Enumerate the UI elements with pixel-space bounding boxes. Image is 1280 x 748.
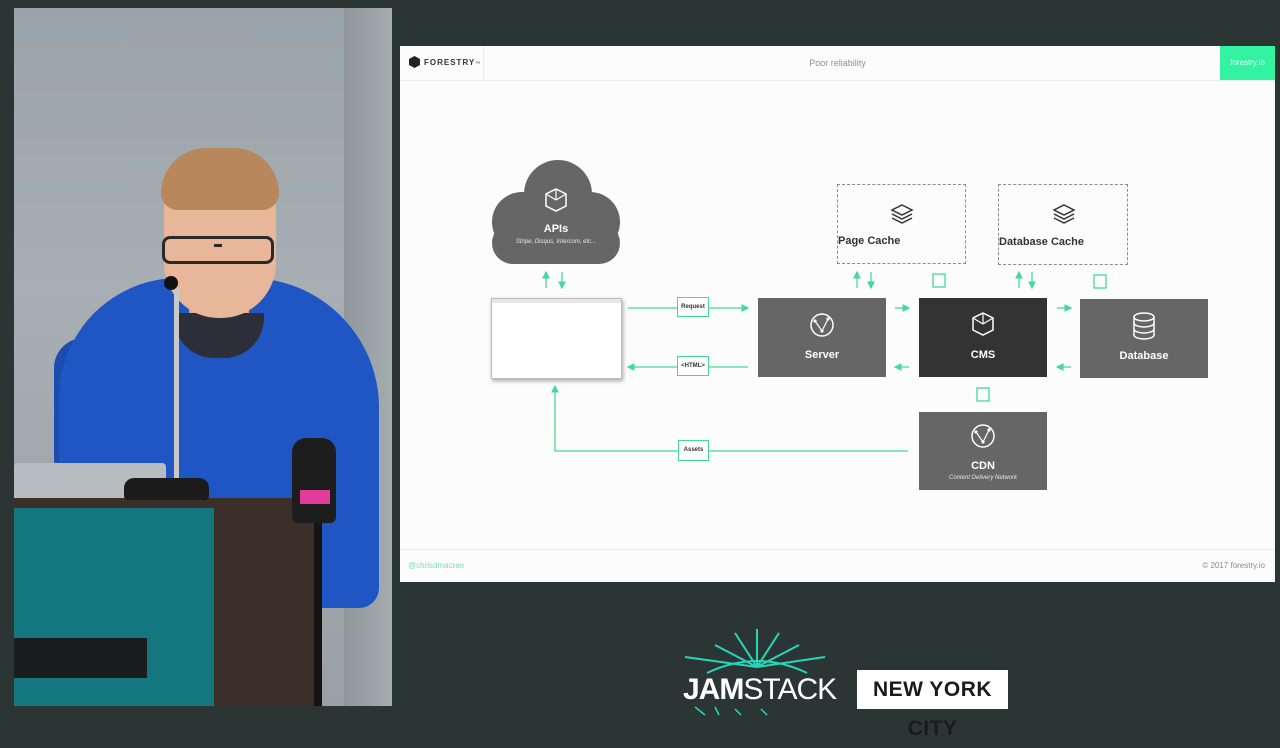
database-box: Database [1080, 299, 1208, 378]
cdn-box: CDN Content Delivery Network [919, 412, 1047, 490]
api-box-icon [545, 188, 567, 212]
brand-name: FORESTRY [424, 58, 476, 67]
microphone-base [124, 478, 209, 500]
slide-title: Poor reliability [809, 58, 866, 68]
podium-strip [14, 638, 147, 678]
html-tag: <HTML> [677, 356, 709, 376]
microphone-stand [174, 288, 179, 478]
jamstack-logo: JAMSTACK [675, 627, 840, 717]
page-cache-label: Page Cache [838, 235, 901, 247]
footer-divider [400, 549, 1275, 550]
forestry-logo-icon [409, 56, 420, 68]
database-cache-box: Database Cache [998, 184, 1128, 265]
header-divider [483, 46, 484, 80]
city-badge: NEW YORK CITY [857, 670, 1008, 740]
server-label: Server [804, 349, 840, 361]
layers-icon [890, 204, 914, 224]
statue-of-liberty-crown-icon [684, 629, 826, 716]
speaker-video [14, 8, 392, 706]
database-icon [1133, 312, 1155, 340]
cdn-label: CDN [971, 460, 995, 472]
stack-text: STACK [743, 673, 837, 706]
slide-header: FORESTRY™ Poor reliability forestry.io [400, 46, 1275, 81]
sync-loop-db-cache [1093, 274, 1107, 289]
assets-arrow [551, 384, 908, 452]
audio-recorder [292, 438, 336, 523]
recorder-windscreen [300, 490, 330, 504]
database-cache-label: Database Cache [999, 236, 1084, 248]
assets-tag: Assets [678, 440, 709, 461]
sync-loop-cms-cdn [976, 387, 990, 402]
server-box: Server [758, 298, 886, 377]
network-globe-icon [971, 424, 995, 448]
speaker-glasses [162, 236, 274, 264]
cms-label: CMS [970, 349, 996, 361]
jamstack-wordmark: JAMSTACK [683, 673, 837, 707]
cdn-sublabel: Content Delivery Network [948, 475, 1018, 481]
page-cache-box: Page Cache [837, 184, 966, 264]
footer-handle: @chrisdmacrae [408, 561, 465, 570]
microphone-icon [164, 276, 178, 290]
apis-sublabel: Stripe, Disqus, Intercom, etc... [515, 239, 597, 245]
apis-label: APIs [543, 223, 569, 235]
brand-logo: FORESTRY™ [424, 58, 481, 67]
recorder-pole [314, 523, 322, 706]
presentation-slide: FORESTRY™ Poor reliability forestry.io [400, 46, 1275, 582]
browser-window [491, 298, 622, 379]
speaker-hair [161, 148, 279, 210]
network-globe-icon [810, 313, 834, 337]
apis-cloud [492, 160, 620, 264]
brand-trademark: ™ [475, 61, 482, 67]
database-label: Database [1119, 350, 1169, 362]
glasses-bridge [214, 244, 222, 247]
request-tag: Request [677, 297, 709, 317]
layers-icon [1052, 204, 1076, 224]
site-badge: forestry.io [1220, 46, 1275, 80]
sync-loop-cms-cache [932, 273, 946, 288]
cms-box: CMS [919, 298, 1047, 377]
cms-box-icon [972, 312, 994, 336]
footer-copyright: © 2017 forestry.io [1202, 561, 1265, 570]
browser-titlebar [492, 299, 621, 303]
jam-text: JAM [683, 673, 744, 706]
